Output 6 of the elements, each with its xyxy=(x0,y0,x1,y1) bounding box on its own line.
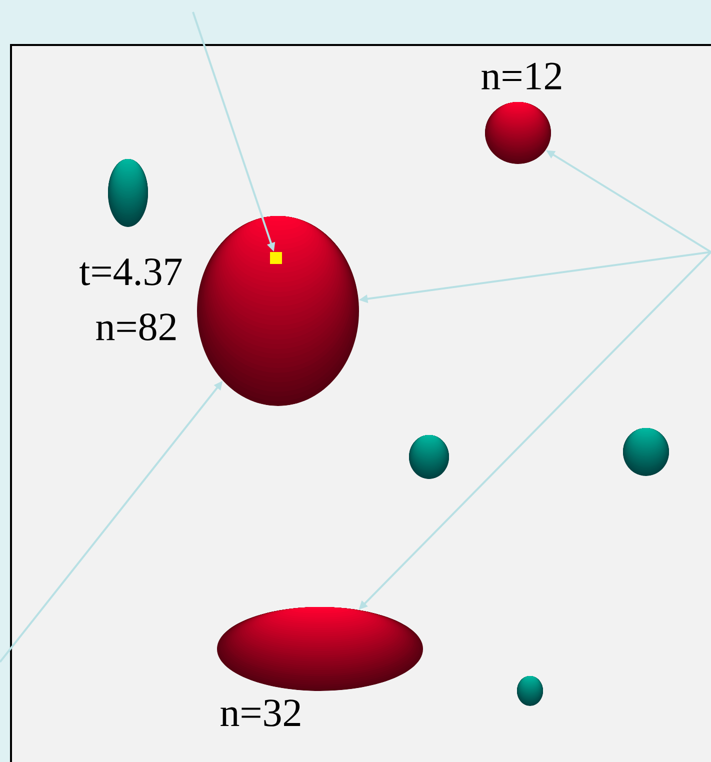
panel-frame xyxy=(10,44,711,762)
count-label: n=32 xyxy=(220,700,300,726)
marker-square xyxy=(270,252,282,264)
count-label: n=82 xyxy=(96,314,176,340)
count-label: t=4.37 xyxy=(80,258,182,286)
count-label: n=12 xyxy=(482,62,562,90)
